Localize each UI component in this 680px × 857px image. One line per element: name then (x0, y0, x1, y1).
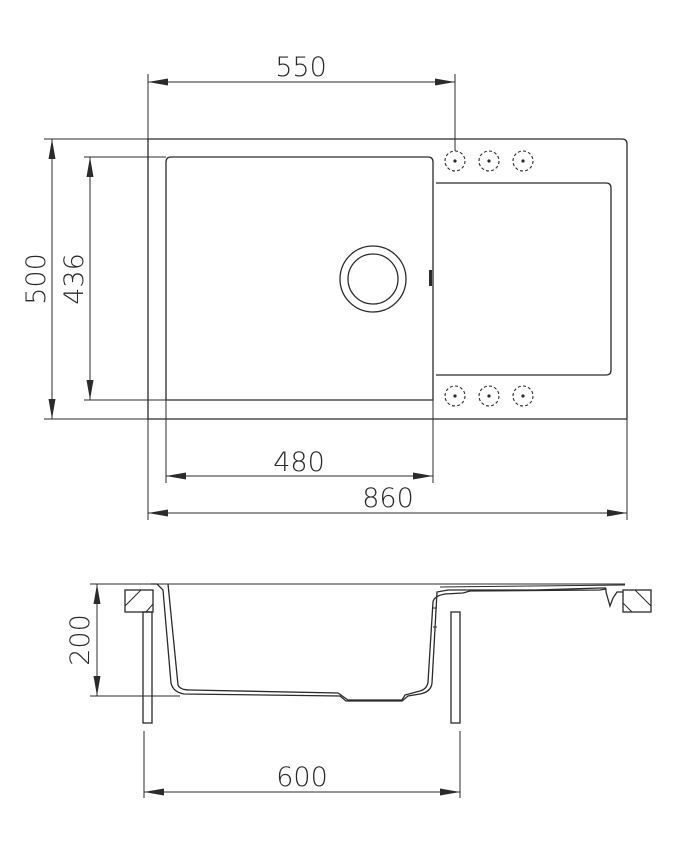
dimension-label: 436 (59, 253, 90, 305)
arrow-right-icon (413, 472, 433, 480)
left-clip (124, 589, 154, 613)
dimension-200: 200 (65, 584, 101, 696)
dimension-550: 550 (148, 52, 455, 86)
arrow-left-icon (166, 472, 186, 480)
drainer-edge (439, 584, 626, 588)
tap-hole-icon (478, 150, 500, 172)
right-cabinet-wall (450, 611, 461, 724)
arrow-up-icon (86, 157, 94, 177)
arrow-left-icon (148, 78, 168, 86)
dimension-436: 436 (59, 157, 94, 400)
arrow-right-icon (435, 78, 455, 86)
arrow-up-icon (48, 139, 56, 159)
sink-profile-outer (151, 583, 606, 702)
dimension-label: 480 (273, 447, 325, 478)
dimension-860: 860 (148, 483, 627, 517)
arrow-up-icon (93, 584, 101, 604)
arrow-right-icon (607, 509, 627, 517)
tap-hole-icon (444, 385, 466, 407)
dimension-480: 480 (166, 447, 433, 480)
tap-hole-icon (512, 385, 534, 407)
dimension-500: 500 (21, 139, 56, 419)
arrow-down-icon (86, 380, 94, 400)
dimension-label: 200 (65, 614, 96, 666)
dimension-label: 550 (275, 52, 327, 83)
overflow-mark (429, 270, 432, 286)
arrow-down-icon (48, 399, 56, 419)
side-view: 200 600 (65, 583, 652, 798)
dimension-label: 860 (362, 483, 414, 514)
left-cabinet-wall (142, 611, 153, 724)
arrow-right-icon (440, 788, 460, 796)
drainer-outline (436, 182, 612, 376)
tap-holes-bottom-row (444, 385, 534, 407)
arrow-down-icon (93, 676, 101, 696)
dimension-label: 500 (21, 253, 52, 305)
bowl-outline (165, 156, 434, 401)
tap-holes-top-row (444, 150, 534, 172)
sink-profile-inner (167, 583, 623, 701)
dimension-600: 600 (143, 731, 461, 798)
arrow-left-icon (144, 788, 164, 796)
drain-inner-ring (347, 253, 399, 305)
dimension-label: 600 (276, 762, 328, 793)
sink-outline (147, 138, 628, 420)
top-view: 550 500 436 480 860 (21, 52, 628, 520)
right-clip (622, 589, 652, 613)
tap-hole-icon (478, 385, 500, 407)
drain-outer-ring (339, 245, 407, 313)
tap-hole-icon (512, 150, 534, 172)
arrow-left-icon (148, 509, 168, 517)
